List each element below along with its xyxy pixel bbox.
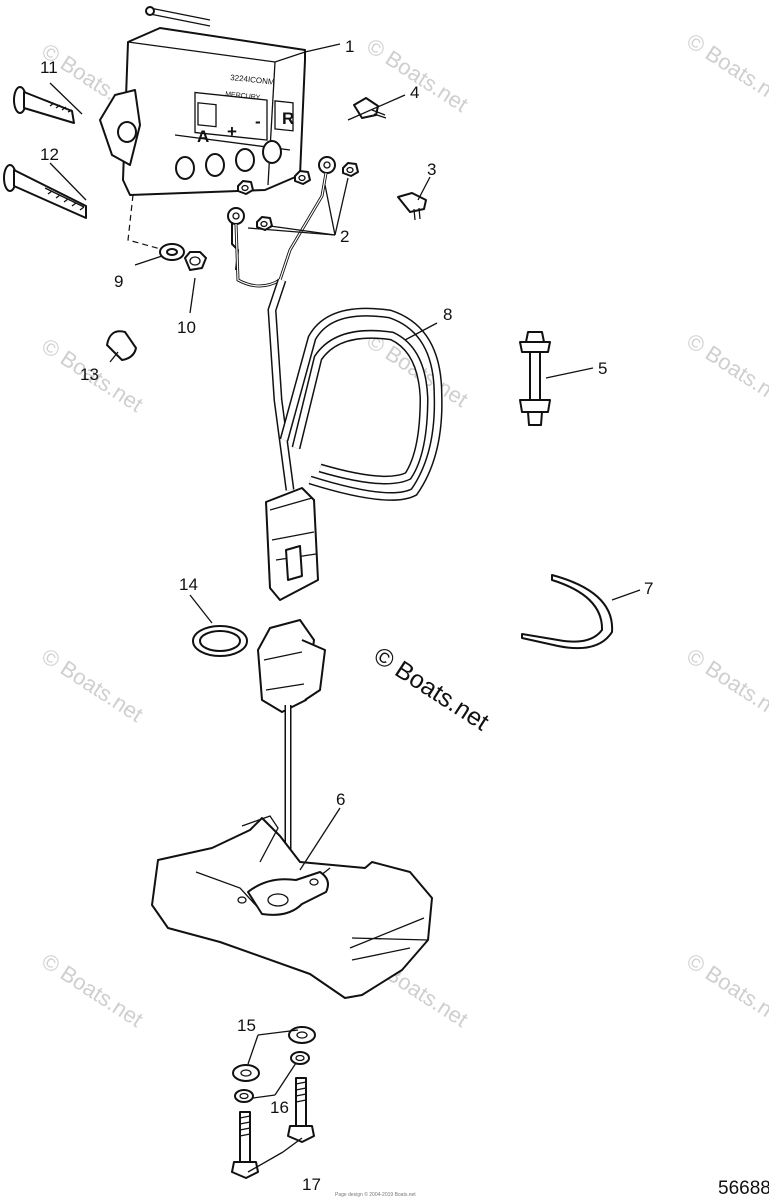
callout-12: 12 (40, 145, 59, 164)
part-1-trim-module[interactable]: 3224ICONM MERCURY A + - R (99, 6, 306, 196)
callout-2: 2 (340, 227, 349, 246)
part-2-nut[interactable] (256, 216, 273, 231)
part-11-bolt[interactable] (13, 86, 75, 124)
part-13-cap[interactable] (106, 330, 137, 361)
watermark: © Boats.net (37, 643, 147, 727)
part-4-screw[interactable] (353, 97, 387, 119)
callout-10: 10 (177, 318, 196, 337)
callout-13: 13 (80, 365, 99, 384)
part-6-sender[interactable] (151, 619, 433, 999)
callout-5: 5 (598, 359, 607, 378)
figure-number: 56688 (718, 1178, 769, 1199)
callout-9: 9 (114, 272, 123, 291)
part-15-washer[interactable] (232, 1064, 260, 1082)
part-14-o-ring[interactable] (192, 625, 248, 657)
center-watermark: © Boats.net (369, 642, 494, 737)
callout-16: 16 (270, 1098, 289, 1117)
callout-17: 17 (302, 1175, 321, 1194)
part-12-bolt[interactable] (3, 164, 87, 219)
part-3-screw[interactable] (397, 192, 427, 221)
part-2-nut[interactable] (237, 180, 254, 195)
part-2-nut[interactable] (294, 170, 311, 185)
footer-small-text: Page design © 2004-2019 Boats.net (335, 1191, 416, 1198)
terminal-minus-label: - (255, 112, 261, 131)
part-15-washer[interactable] (288, 1026, 316, 1044)
part-2-nut[interactable] (342, 162, 359, 177)
part-9-washer[interactable] (159, 243, 185, 261)
terminal-a-label: A (197, 127, 209, 146)
part-8-harness[interactable] (231, 172, 443, 601)
part-16-lock-washer[interactable] (290, 1051, 310, 1065)
callout-3: 3 (427, 160, 436, 179)
part-10-nut[interactable] (184, 251, 207, 271)
watermark: © Boats.net (682, 948, 769, 1032)
part-2-ring-terminal[interactable] (318, 156, 336, 174)
callout-6: 6 (336, 790, 345, 809)
callout-4: 4 (410, 83, 419, 102)
watermark: © Boats.net (362, 33, 472, 117)
terminal-r-label: R (282, 109, 294, 128)
callout-11: 11 (40, 58, 58, 77)
watermark: © Boats.net (682, 643, 769, 727)
part-16-lock-washer[interactable] (234, 1089, 254, 1103)
part-5-stud[interactable] (519, 331, 551, 426)
part-7-clamp[interactable] (521, 574, 614, 650)
leader-lines (49, 82, 641, 1173)
callout-8: 8 (443, 305, 452, 324)
callouts: 1 2 3 4 5 6 7 8 9 10 11 12 13 14 15 16 1… (40, 37, 653, 1194)
watermark: © Boats.net (682, 28, 769, 112)
watermark: © Boats.net (37, 948, 147, 1032)
watermark: © Boats.net (682, 328, 769, 412)
terminal-plus-label: + (227, 122, 237, 141)
part-17-bolt[interactable] (287, 1077, 315, 1143)
part-2-ring-terminal[interactable] (227, 207, 245, 225)
callout-1: 1 (345, 37, 354, 56)
callout-14: 14 (179, 575, 198, 594)
part-17-bolt[interactable] (231, 1111, 259, 1179)
module-brand: MERCURY (225, 91, 261, 102)
callout-15: 15 (237, 1016, 256, 1035)
callout-7: 7 (644, 579, 653, 598)
